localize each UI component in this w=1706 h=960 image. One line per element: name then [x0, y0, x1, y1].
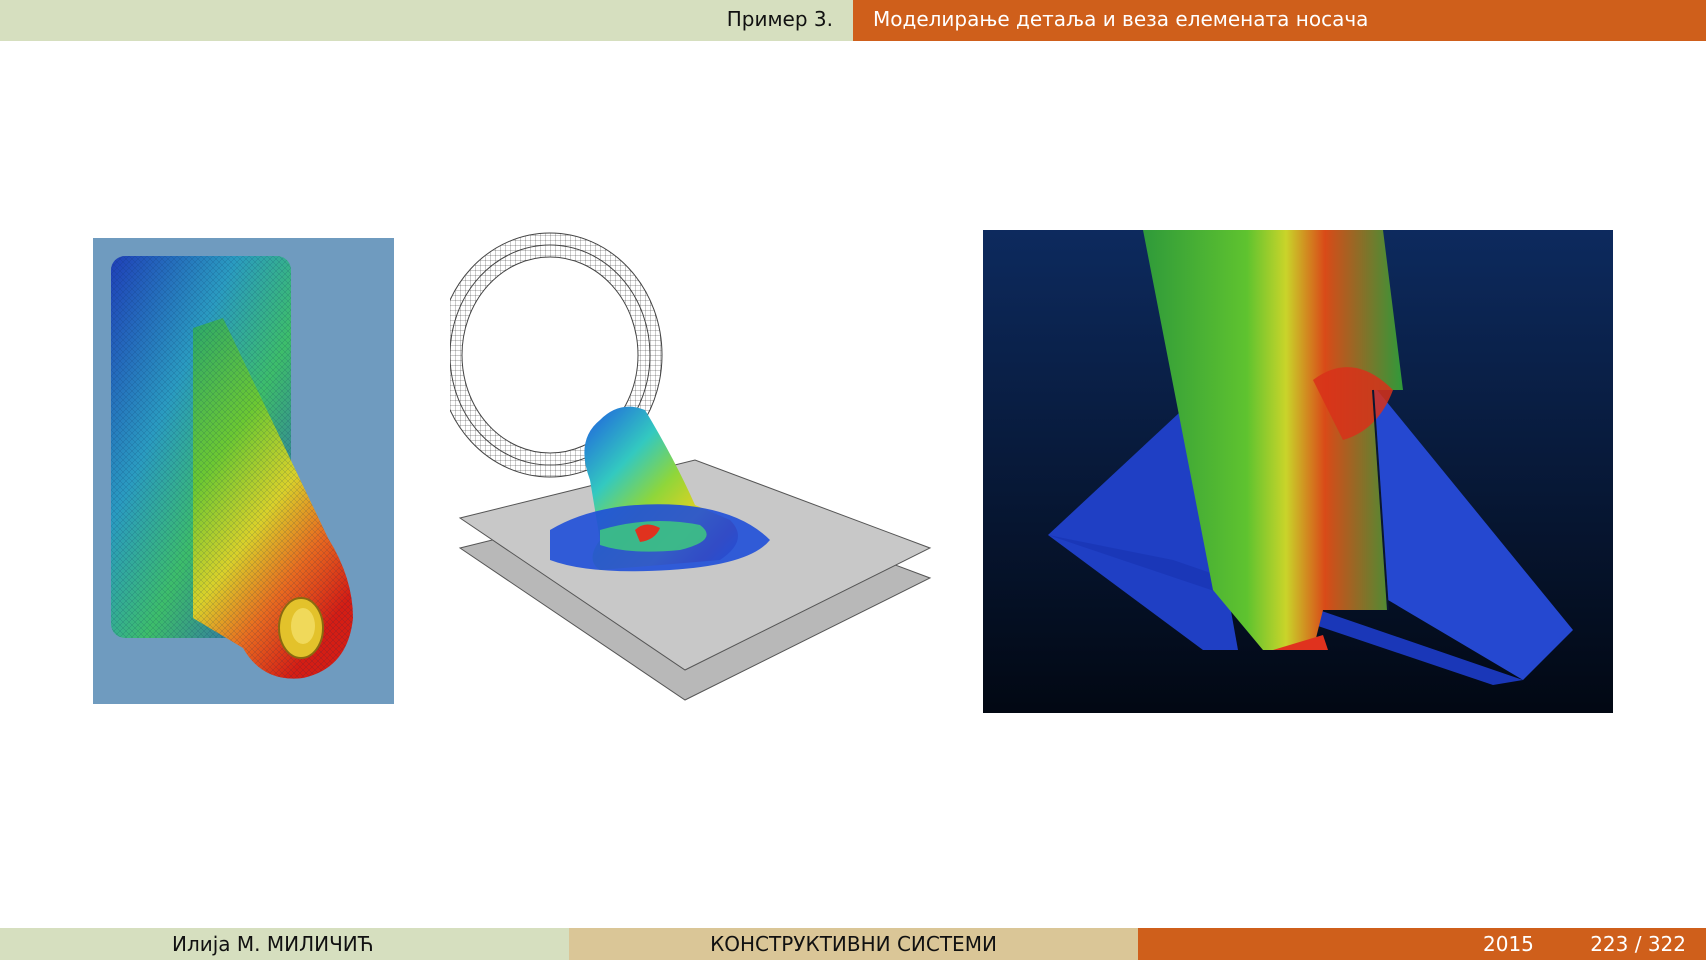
footer-title[interactable]: КОНСТРУКТИВНИ СИСТЕМИ — [710, 932, 997, 956]
column-base-fem-image — [983, 230, 1613, 713]
footer-title-bar: КОНСТРУКТИВНИ СИСТЕМИ — [569, 928, 1138, 960]
header-subsection-bar: Моделирање детаља и веза елемената носач… — [853, 0, 1706, 41]
lug-plate-fem-image — [93, 238, 394, 704]
footer-page-counter: 223 / 322 — [1590, 932, 1686, 956]
footer-year: 2015 — [1483, 932, 1534, 956]
header-section-bar: Пример 3. — [0, 0, 853, 41]
slide-header: Пример 3. Моделирање детаља и веза елеме… — [0, 0, 1706, 41]
header-section-title[interactable]: Пример 3. — [726, 7, 833, 31]
header-subsection-title[interactable]: Моделирање детаља и веза елемената носач… — [873, 7, 1369, 31]
footer-info-bar: 2015 223 / 322 — [1138, 928, 1706, 960]
lifting-ring-fem-image — [450, 230, 935, 715]
slide-footer: Илија М. МИЛИЧИЋ КОНСТРУКТИВНИ СИСТЕМИ 2… — [0, 928, 1706, 960]
footer-author[interactable]: Илија М. МИЛИЧИЋ — [172, 932, 374, 956]
footer-author-bar: Илија М. МИЛИЧИЋ — [0, 928, 569, 960]
